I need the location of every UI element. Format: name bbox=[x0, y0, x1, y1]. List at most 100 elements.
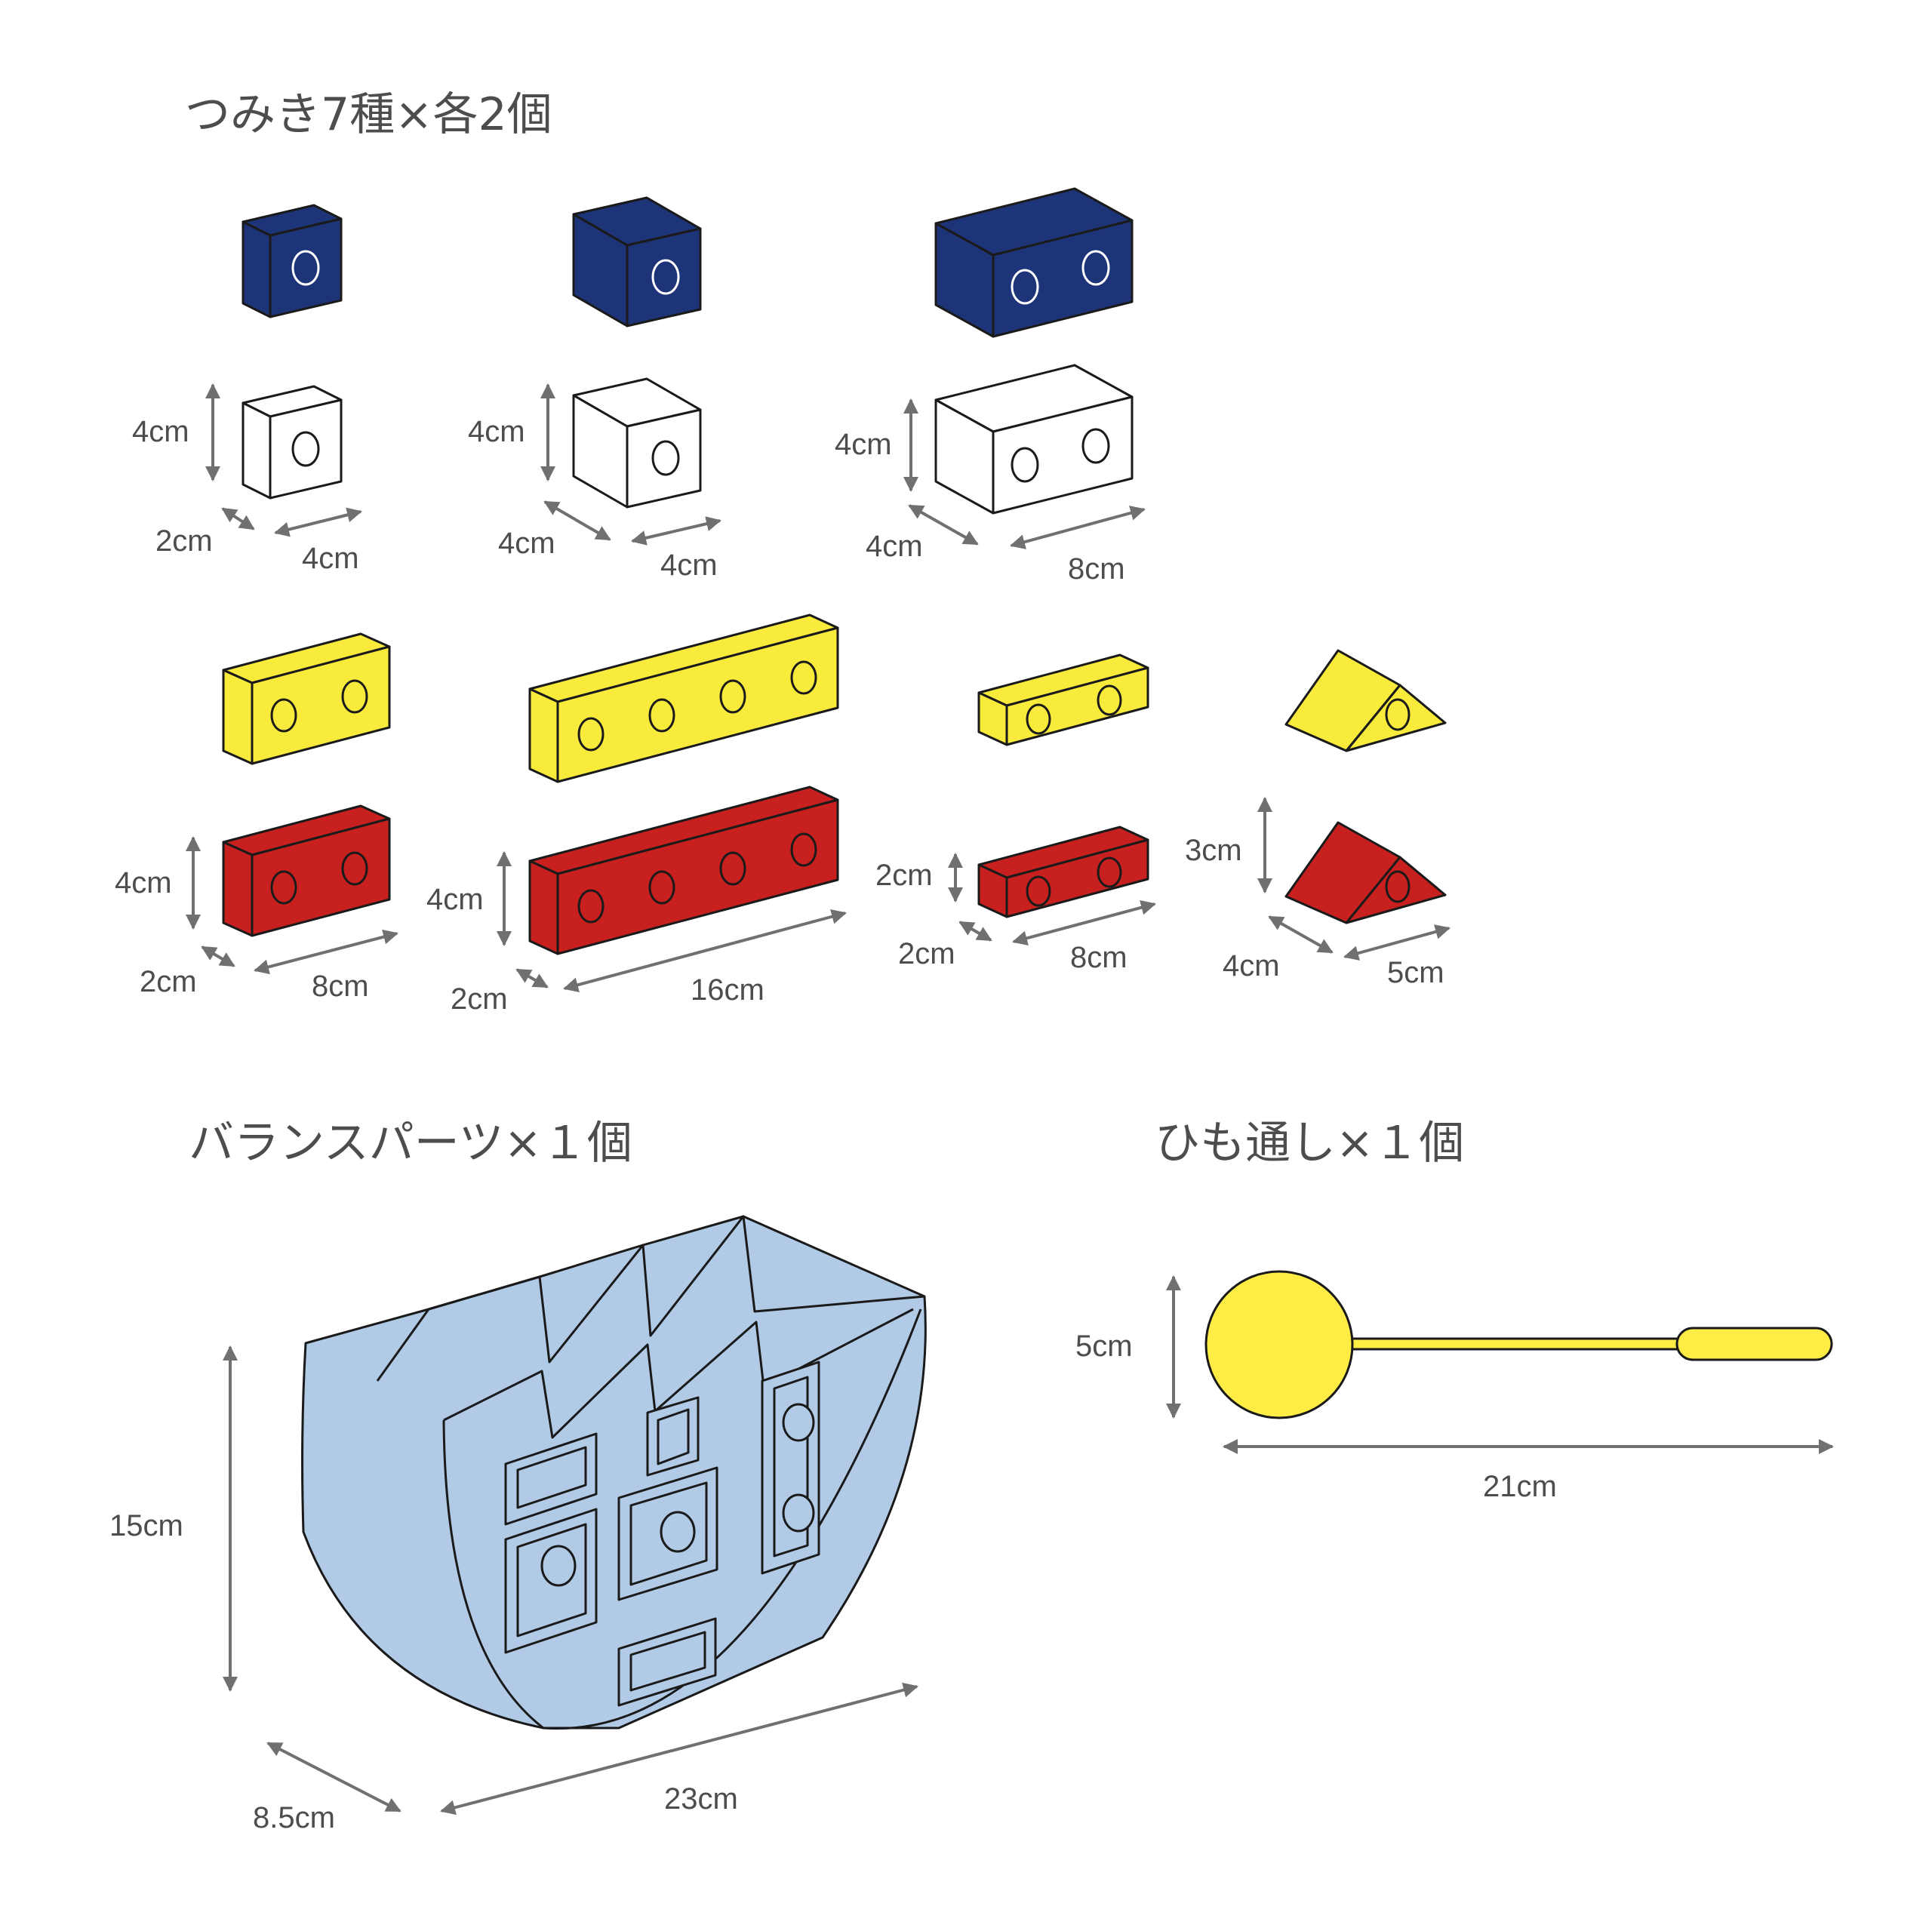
depth-label: 2cm bbox=[140, 965, 197, 998]
width-label: 16cm bbox=[691, 973, 764, 1007]
width-arrow bbox=[440, 1682, 918, 1816]
depth-arrow bbox=[515, 968, 549, 989]
block-d-red bbox=[222, 804, 391, 937]
peg-hole bbox=[270, 698, 297, 733]
side-face bbox=[242, 220, 272, 318]
block-b-navy bbox=[572, 196, 702, 327]
balance-body bbox=[301, 1215, 927, 1730]
depth-label: 4cm bbox=[498, 527, 555, 560]
width-arrow bbox=[254, 929, 398, 975]
block-e-yellow bbox=[528, 613, 839, 783]
depth-label: 4cm bbox=[866, 530, 923, 563]
depth-arrow bbox=[201, 946, 235, 967]
block-f-red bbox=[977, 826, 1149, 918]
block-f-yellow bbox=[977, 653, 1149, 746]
width-arrow bbox=[1010, 506, 1146, 549]
string-section-title: ひも通し×１個 bbox=[1155, 1117, 1464, 1170]
top-zigzag bbox=[376, 1215, 925, 1382]
peg-hole bbox=[1011, 447, 1039, 483]
window-small-inner bbox=[657, 1408, 690, 1465]
diameter-label: 5cm bbox=[1075, 1330, 1133, 1363]
block-a-white bbox=[242, 385, 343, 500]
block-b-dimensions: 4cm 4cm 4cm bbox=[468, 383, 721, 582]
peg-hole bbox=[341, 851, 368, 886]
height-label: 15cm bbox=[109, 1509, 183, 1542]
block-a-dimensions: 4cm 2cm 4cm bbox=[132, 383, 362, 575]
peg-hole bbox=[341, 679, 368, 714]
string-dimensions: 5cm 21cm bbox=[1075, 1275, 1834, 1503]
stick-grip bbox=[1675, 1327, 1833, 1361]
block-b-white bbox=[572, 377, 702, 509]
peg-hole bbox=[651, 440, 680, 476]
depth-label: 4cm bbox=[1223, 949, 1280, 982]
block-g-dimensions: 3cm 4cm 5cm bbox=[1185, 797, 1451, 989]
peg-hole bbox=[1081, 250, 1110, 286]
depth-label: 2cm bbox=[155, 524, 213, 558]
depth-label: 2cm bbox=[898, 937, 955, 970]
block-d-yellow bbox=[222, 632, 391, 765]
depth-arrow bbox=[543, 500, 611, 541]
depth-arrow bbox=[221, 507, 255, 530]
peg-hole bbox=[1026, 703, 1051, 735]
length-label: 21cm bbox=[1483, 1470, 1557, 1503]
height-label: 2cm bbox=[875, 859, 933, 892]
peg-hole bbox=[1385, 870, 1411, 903]
peg-hole bbox=[790, 660, 817, 695]
stick-disc bbox=[1204, 1270, 1354, 1419]
height-label: 4cm bbox=[426, 883, 484, 916]
peg bbox=[782, 1493, 815, 1533]
peg-hole bbox=[577, 717, 605, 752]
depth-arrow bbox=[1268, 915, 1334, 954]
balance-section-title: バランスパーツ×１個 bbox=[189, 1117, 632, 1170]
height-label: 3cm bbox=[1185, 834, 1242, 867]
peg-hole bbox=[270, 870, 297, 905]
block-e-dimensions: 4cm 2cm 16cm bbox=[426, 851, 847, 1016]
width-arrow bbox=[274, 507, 362, 537]
pegs bbox=[540, 1403, 815, 1587]
block-c-navy bbox=[934, 187, 1134, 338]
peg-hole bbox=[719, 679, 746, 714]
block-a-navy bbox=[242, 204, 343, 318]
width-label: 8cm bbox=[312, 970, 369, 1003]
peg-hole bbox=[1011, 269, 1039, 305]
threading-stick bbox=[1204, 1270, 1833, 1419]
height-label: 4cm bbox=[468, 415, 525, 448]
width-label: 8cm bbox=[1070, 941, 1128, 974]
peg bbox=[782, 1403, 815, 1442]
width-arrow bbox=[1012, 899, 1156, 946]
peg-hole bbox=[1385, 698, 1411, 731]
peg-hole bbox=[291, 250, 320, 286]
window-bottom-inner bbox=[629, 1631, 706, 1692]
peg-hole bbox=[1081, 428, 1110, 464]
peg-hole bbox=[291, 431, 320, 467]
width-label: 23cm bbox=[664, 1782, 738, 1816]
peg-hole bbox=[719, 851, 746, 886]
depth-label: 2cm bbox=[451, 982, 508, 1016]
block-d-dimensions: 4cm 2cm 8cm bbox=[115, 836, 398, 1003]
peg-hole bbox=[790, 832, 817, 867]
peg-hole bbox=[1097, 856, 1122, 888]
balance-part bbox=[301, 1215, 927, 1730]
width-arrow bbox=[631, 516, 721, 546]
width-label: 4cm bbox=[302, 542, 359, 575]
block-f-dimensions: 2cm 2cm 8cm bbox=[875, 853, 1156, 974]
zigzag-inner bbox=[443, 1308, 914, 1439]
peg bbox=[540, 1545, 577, 1587]
window-upper-left-inner bbox=[516, 1446, 587, 1509]
width-arrow bbox=[563, 909, 847, 992]
front-face bbox=[269, 217, 343, 318]
width-label: 8cm bbox=[1068, 552, 1125, 586]
peg-hole bbox=[648, 870, 675, 905]
block-c-white bbox=[934, 364, 1134, 515]
width-arrow bbox=[1343, 924, 1451, 961]
height-label: 4cm bbox=[132, 415, 189, 448]
block-c-dimensions: 4cm 4cm 8cm bbox=[835, 398, 1146, 586]
width-label: 4cm bbox=[660, 549, 718, 582]
height-label: 4cm bbox=[835, 428, 892, 461]
height-label: 4cm bbox=[115, 866, 172, 899]
depth-label: 8.5cm bbox=[253, 1801, 335, 1834]
peg-hole bbox=[1097, 684, 1122, 716]
depth-arrow bbox=[266, 1742, 401, 1813]
stick-shaft bbox=[1342, 1337, 1684, 1351]
